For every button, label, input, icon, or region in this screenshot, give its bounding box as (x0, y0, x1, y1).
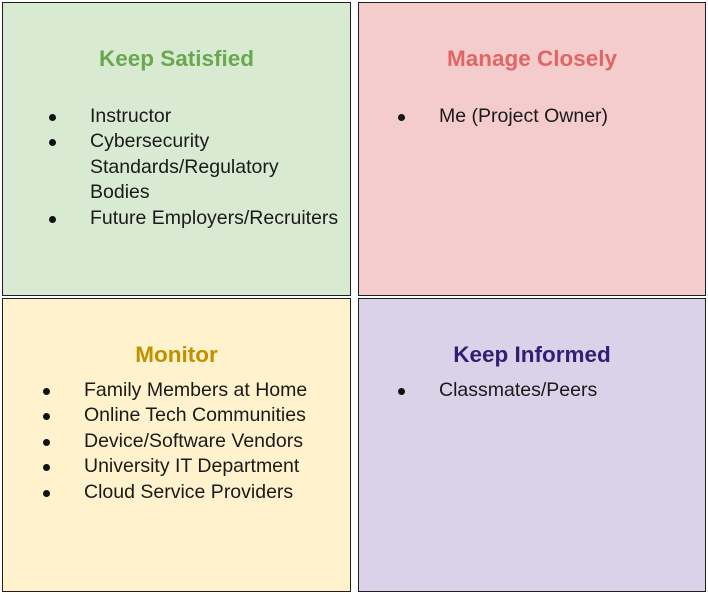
stakeholder-list: Classmates/Peers (393, 378, 695, 403)
quadrant-keep-informed: Keep Informed Classmates/Peers (358, 298, 706, 592)
list-item: Cybersecurity Standards/Regulatory Bodie… (44, 129, 340, 205)
list-item: Cloud Service Providers (38, 480, 340, 505)
quadrant-title: Keep Satisfied (98, 46, 255, 71)
list-item: Device/Software Vendors (38, 429, 340, 454)
list-item: Family Members at Home (38, 378, 340, 403)
list-item: Classmates/Peers (393, 378, 695, 403)
list-item: Future Employers/Recruiters (44, 206, 340, 231)
list-item: Me (Project Owner) (393, 104, 695, 129)
quadrant-title: Keep Informed (453, 342, 611, 367)
list-item: University IT Department (38, 454, 340, 479)
list-item: Instructor (44, 104, 340, 129)
quadrant-title: Monitor (135, 342, 218, 367)
stakeholder-list: Me (Project Owner) (393, 104, 695, 129)
quadrant-title: Manage Closely (446, 46, 618, 71)
list-item: Online Tech Communities (38, 403, 340, 428)
quadrant-manage-closely: Manage Closely Me (Project Owner) (358, 2, 706, 296)
